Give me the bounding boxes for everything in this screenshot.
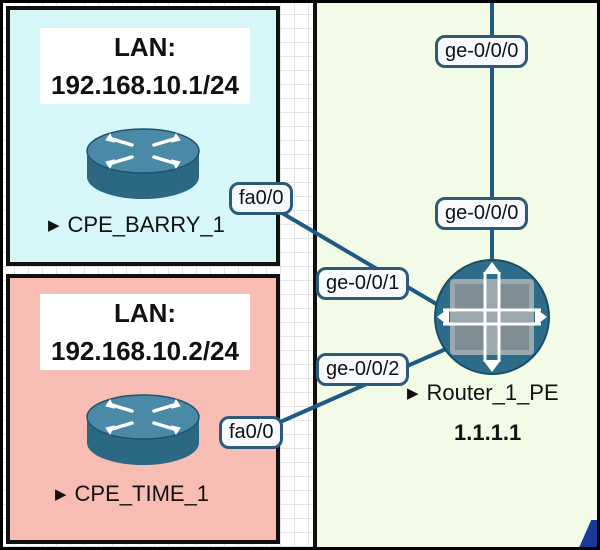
cisco-router-icon[interactable]: [84, 393, 202, 469]
link-barry-pe[interactable]: [258, 198, 457, 317]
device-label: CPE_BARRY_1: [67, 212, 225, 237]
lan-title: LAN:: [113, 32, 177, 62]
lan-title: LAN:: [113, 298, 177, 328]
device-name-time[interactable]: ▶ CPE_TIME_1: [55, 481, 209, 507]
lan-subnet: 192.168.10.2/24: [51, 336, 239, 366]
interface-label-pe-ge-0-0-2[interactable]: ge-0/0/2: [316, 353, 410, 386]
triangle-right-icon[interactable]: ▶: [48, 217, 60, 234]
device-label: Router_1_PE: [426, 380, 559, 405]
pe-loopback-address: 1.1.1.1: [454, 420, 522, 445]
interface-label-pe-ge-0-0-0[interactable]: ge-0/0/0: [435, 197, 529, 230]
interface-label-pe-ge-0-0-1[interactable]: ge-0/0/1: [316, 267, 410, 300]
site-box-barry[interactable]: LAN: 192.168.10.1/24: [6, 6, 280, 266]
cisco-router-icon[interactable]: [84, 127, 202, 203]
lan-label-barry: LAN: 192.168.10.1/24: [40, 28, 250, 104]
interface-label-upstream-ge-0-0-0[interactable]: ge-0/0/0: [435, 35, 529, 68]
device-name-barry[interactable]: ▶ CPE_BARRY_1: [48, 212, 225, 238]
device-label: CPE_TIME_1: [74, 481, 210, 506]
triangle-right-icon[interactable]: ▶: [407, 385, 419, 402]
lan-subnet: 192.168.10.1/24: [51, 70, 239, 100]
lan-label-time: LAN: 192.168.10.2/24: [40, 294, 250, 370]
device-name-pe[interactable]: ▶ Router_1_PE: [407, 380, 559, 406]
interface-label-barry-fa0-0[interactable]: fa0/0: [229, 182, 294, 215]
juniper-router-icon[interactable]: [433, 258, 551, 376]
interface-label-time-fa0-0[interactable]: fa0/0: [219, 416, 284, 449]
link-time-pe[interactable]: [261, 343, 456, 432]
triangle-right-icon[interactable]: ▶: [55, 486, 67, 503]
